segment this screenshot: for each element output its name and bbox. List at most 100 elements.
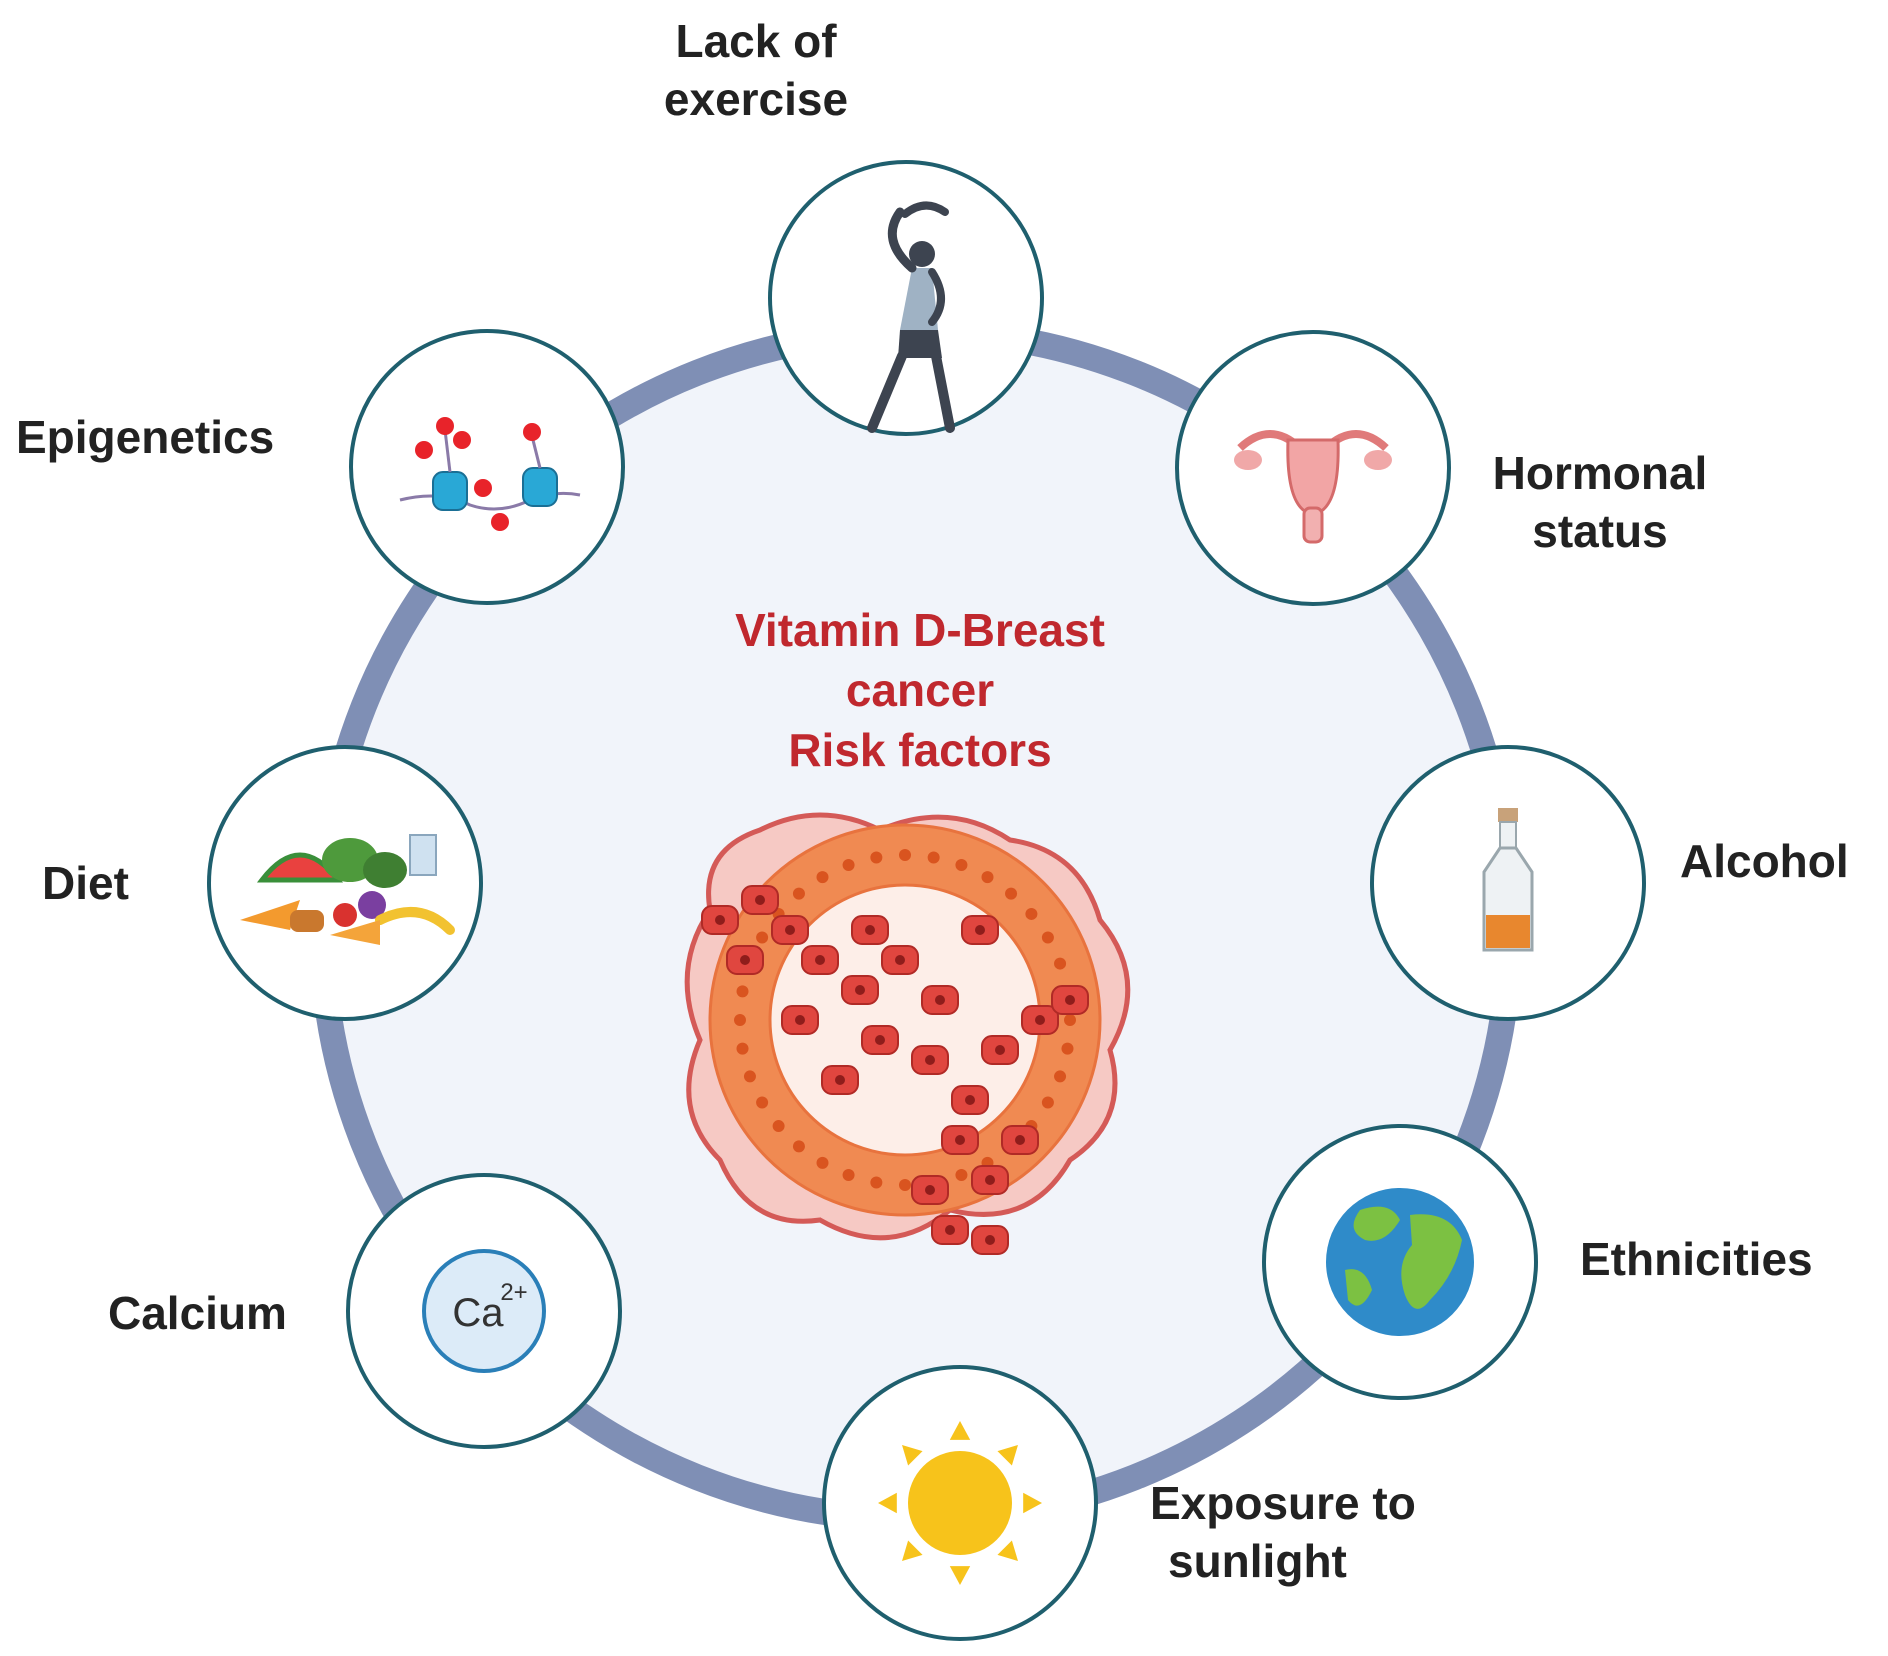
tumor-cell-nucleus (815, 955, 825, 965)
duct-cell-nucleus (816, 1156, 829, 1169)
tumor-cell-nucleus (995, 1045, 1005, 1055)
tumor-cell-nucleus (755, 895, 765, 905)
sun-ray (997, 1540, 1018, 1561)
tumor-cell-nucleus (925, 1185, 935, 1195)
duct-cell-nucleus (899, 1179, 911, 1191)
uterus-icon (1234, 430, 1392, 544)
node-diet (207, 745, 483, 1021)
center-title-line: Risk factors (788, 724, 1052, 776)
tumor-cells (701, 885, 1089, 1255)
bottle-icon (1482, 808, 1534, 952)
label-calcium: Calcium (108, 1284, 287, 1342)
tumor-cell-nucleus (875, 1035, 885, 1045)
node-calcium: Ca 2+ (346, 1173, 622, 1449)
duct-cell-nucleus (955, 858, 968, 871)
duct-cell-nucleus (1041, 931, 1054, 944)
duct-cell-nucleus (1054, 1070, 1067, 1083)
exercise-person-icon (867, 201, 955, 433)
node-ethnicities (1262, 1124, 1538, 1400)
sun-ray (1023, 1492, 1042, 1514)
center-title-line: cancer (845, 664, 995, 716)
label-alcohol: Alcohol (1680, 832, 1849, 890)
duct-cell-nucleus (736, 985, 749, 998)
tumor-cell-nucleus (945, 1225, 955, 1235)
tumor-cell-nucleus (965, 1095, 975, 1105)
tumor-cell-nucleus (740, 955, 750, 965)
duct-cell-nucleus (743, 1070, 756, 1083)
breast-tumor-duct-icon (684, 812, 1131, 1255)
duct-cell-nucleus (756, 931, 769, 944)
tumor-cell-nucleus (855, 985, 865, 995)
duct-cell-nucleus (870, 1176, 883, 1189)
sun-ray (949, 1421, 971, 1440)
duct-cell-nucleus (955, 1169, 968, 1182)
tumor-cell-nucleus (975, 925, 985, 935)
tumor-cell-nucleus (985, 1235, 995, 1245)
calcium-ion-symbol: Ca (452, 1291, 504, 1335)
label-line: Lack of (675, 15, 837, 67)
globe-icon (1326, 1188, 1474, 1336)
node-epigenetics (349, 329, 625, 605)
label-line: Epigenetics (16, 411, 275, 463)
factor-nodes: Ca 2+ (207, 160, 1646, 1641)
center-title: Vitamin D-Breast cancer Risk factors (640, 600, 1200, 780)
label-diet: Diet (42, 854, 129, 912)
node-hormonal-status (1175, 330, 1451, 606)
duct-cell-nucleus (899, 849, 911, 861)
sun-rays (878, 1421, 1042, 1585)
tumor-cell-nucleus (935, 995, 945, 1005)
duct-cell-nucleus (1061, 1042, 1074, 1055)
tumor-cell-nucleus (985, 1175, 995, 1185)
duct-cell-nucleus (981, 871, 994, 884)
label-line: status (1532, 505, 1668, 557)
duct-cell-nucleus (927, 851, 940, 864)
node-circle (207, 745, 483, 1021)
duct-cell-nucleus (1064, 1014, 1076, 1026)
tumor-cell-nucleus (795, 1015, 805, 1025)
sun-ray (949, 1566, 971, 1585)
duct-cell-nucleus (870, 851, 883, 864)
duct-cell-nucleus (792, 887, 805, 900)
duct-cell-nucleus (842, 1169, 855, 1182)
tumor-cell-nucleus (1015, 1135, 1025, 1145)
label-line: Calcium (108, 1287, 287, 1339)
tumor-cell-nucleus (1035, 1015, 1045, 1025)
nucleosome-icon (399, 417, 581, 531)
tumor-cell-nucleus (925, 1055, 935, 1065)
duct-cell-nucleus (816, 871, 829, 884)
duct-cell-nucleus (772, 1120, 785, 1133)
label-lack-of-exercise: Lack of exercise (664, 12, 848, 128)
node-circle (768, 160, 1044, 436)
duct-cell-nucleus (792, 1140, 805, 1153)
duct-cell-nucleus (736, 1042, 749, 1055)
label-ethnicities: Ethnicities (1580, 1230, 1813, 1288)
duct-cell-nucleus (1054, 957, 1067, 970)
tumor-cell-nucleus (955, 1135, 965, 1145)
tumor-cell-nucleus (865, 925, 875, 935)
duct-cell-nucleus (1041, 1096, 1054, 1109)
sun-ray (902, 1445, 923, 1466)
tumor-cell-nucleus (895, 955, 905, 965)
sun-icon (878, 1421, 1042, 1585)
label-line: Ethnicities (1580, 1233, 1813, 1285)
label-line: sunlight (1168, 1535, 1347, 1587)
node-alcohol (1370, 745, 1646, 1021)
label-line: Alcohol (1680, 835, 1849, 887)
food-icon (240, 834, 455, 945)
label-line: Diet (42, 857, 129, 909)
duct-cell-nucleus (1025, 907, 1038, 920)
tumor-cell-nucleus (785, 925, 795, 935)
node-lack-of-exercise (768, 160, 1044, 436)
tumor-duct-ring-outer (708, 823, 1102, 1217)
calcium-ion-charge: 2+ (500, 1279, 527, 1306)
node-exposure-to-sunlight (822, 1365, 1098, 1641)
sun-ray (997, 1445, 1018, 1466)
label-line: exercise (663, 73, 849, 125)
label-line: Hormonal (1492, 447, 1708, 499)
label-line: Exposure to (1150, 1477, 1416, 1529)
calcium-ion-icon: Ca 2+ (422, 1249, 546, 1373)
sun-ray (902, 1540, 923, 1561)
label-epigenetics: Epigenetics (16, 408, 274, 466)
